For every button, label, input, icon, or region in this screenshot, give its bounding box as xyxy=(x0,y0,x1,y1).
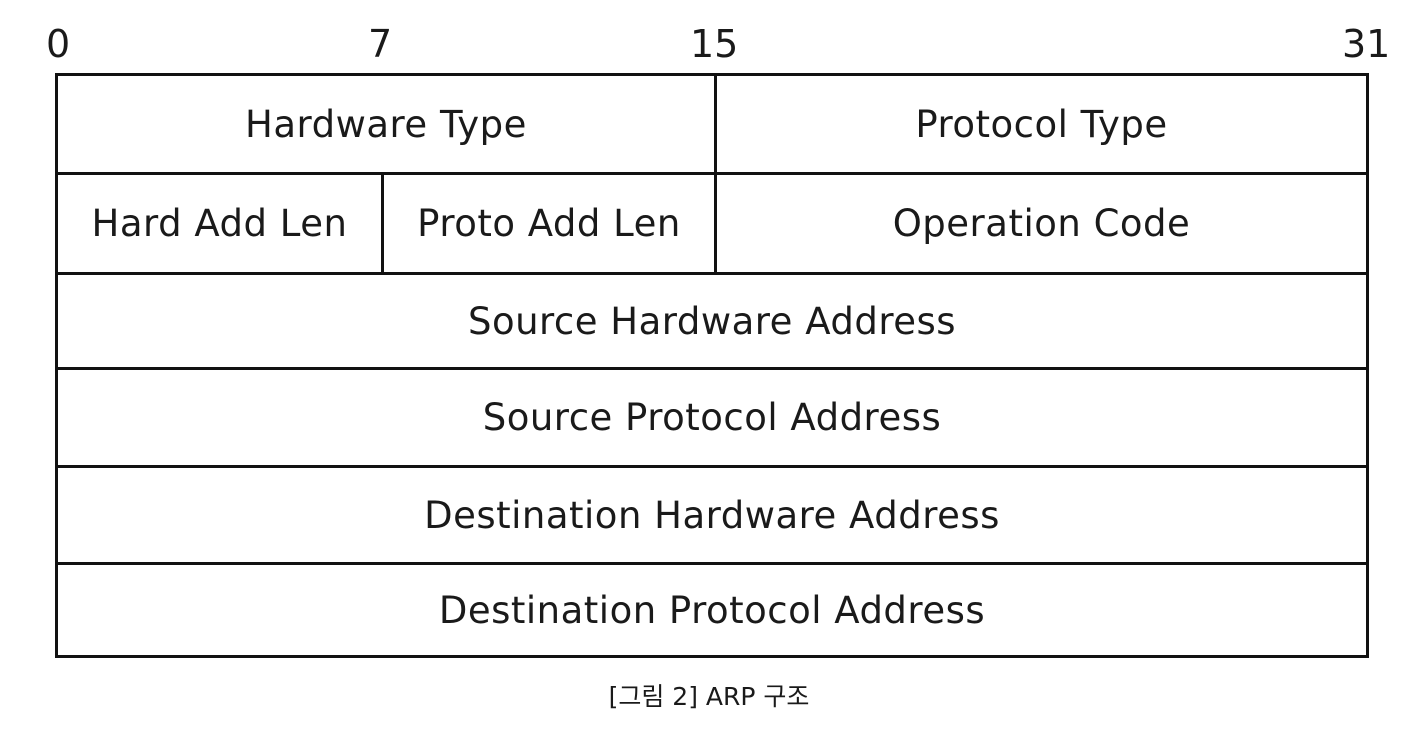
destination-protocol-address-field: Destination Protocol Address xyxy=(438,588,986,632)
bit-position-label: 31 xyxy=(1342,22,1391,66)
protocol-address-length-field: Proto Add Len xyxy=(381,175,714,272)
header-row: Hard Add Len Proto Add Len Operation Cod… xyxy=(58,172,1366,272)
hardware-address-length-field: Hard Add Len xyxy=(91,202,348,245)
address-row: Source Hardware Address xyxy=(58,272,1366,367)
source-protocol-address-field: Source Protocol Address xyxy=(482,396,942,439)
address-row: Destination Hardware Address xyxy=(58,465,1366,562)
packet-frame: Hardware Type Protocol Type Hard Add Len… xyxy=(55,73,1369,658)
bit-position-label: 15 xyxy=(690,22,739,66)
bit-position-label: 7 xyxy=(368,22,393,66)
destination-hardware-address-field: Destination Hardware Address xyxy=(424,493,1000,537)
source-hardware-address-field: Source Hardware Address xyxy=(467,299,957,343)
hardware-type-field: Hardware Type xyxy=(245,102,527,146)
operation-code-field: Operation Code xyxy=(714,175,1366,272)
header-row: Hardware Type Protocol Type xyxy=(58,76,1366,172)
bit-position-label: 0 xyxy=(46,22,71,66)
figure-caption: [그림 2] ARP 구조 xyxy=(608,682,810,711)
address-row: Destination Protocol Address xyxy=(58,562,1366,655)
address-row: Source Protocol Address xyxy=(58,367,1366,465)
protocol-type-field: Protocol Type xyxy=(714,76,1366,172)
